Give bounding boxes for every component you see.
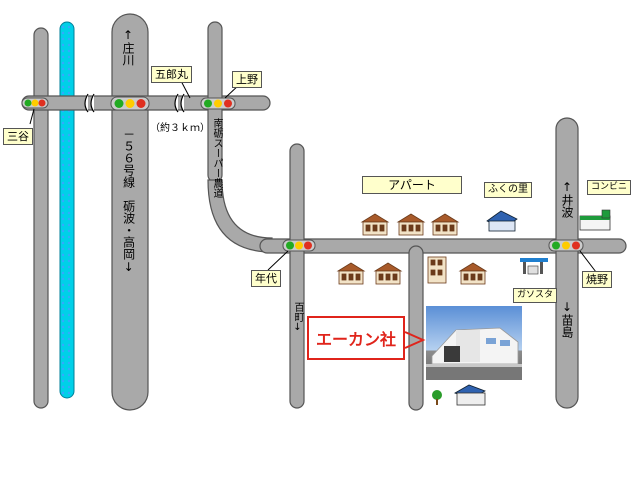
label-hyakume: 百町↓ — [292, 302, 303, 333]
label-gas-station: ガソスタ — [513, 288, 558, 303]
gas-station-icon — [520, 258, 548, 275]
label-naeshima: ↓苗島 — [560, 300, 574, 338]
road-inami — [555, 117, 579, 409]
break-mark — [174, 93, 185, 113]
label-fukunosato: ふくの里 — [484, 182, 532, 198]
label-apartment: アパート — [362, 176, 462, 194]
company-label: エーカン社 — [307, 316, 405, 360]
road-156 — [111, 13, 149, 411]
river — [59, 21, 75, 399]
road-east-west-main — [259, 238, 627, 254]
label-shokawa: ↑庄川 — [121, 28, 135, 66]
label-about-3km: （約３ｋｍ） — [150, 123, 210, 134]
traffic-light-yakeno — [548, 239, 584, 252]
label-nanto-super: 南砺スーパー農道 — [211, 118, 222, 198]
convenience-store-icon — [579, 209, 611, 231]
label-ueno: 上野 — [232, 71, 262, 88]
company-building-photo — [426, 306, 522, 380]
house-icon — [454, 384, 486, 406]
building-illustration — [426, 327, 522, 380]
apartment-icons — [336, 213, 488, 285]
label-inami: ↑井波 — [560, 180, 574, 218]
label-mitani: 三谷 — [3, 128, 33, 145]
road-mitani — [33, 27, 49, 409]
road-hyakume — [289, 143, 305, 409]
traffic-light-156 — [110, 96, 150, 111]
break-mark — [84, 93, 95, 113]
store-icon — [486, 210, 518, 232]
label-yakeno: 焼野 — [582, 271, 612, 288]
label-konbini: コンビニ — [587, 180, 632, 195]
road-local — [408, 245, 424, 411]
traffic-light-ueno — [200, 97, 236, 110]
label-goroumaru: 五郎丸 — [151, 66, 192, 83]
traffic-light-nendai — [282, 239, 316, 252]
tree-icon — [432, 390, 442, 405]
company-name: エーカン社 — [315, 330, 396, 349]
traffic-light-mitani — [21, 97, 49, 109]
company-pointer — [404, 331, 426, 349]
label-nendai: 年代 — [251, 270, 281, 287]
label-route-156: －５６号線 砺波・高岡↓ — [121, 128, 136, 274]
